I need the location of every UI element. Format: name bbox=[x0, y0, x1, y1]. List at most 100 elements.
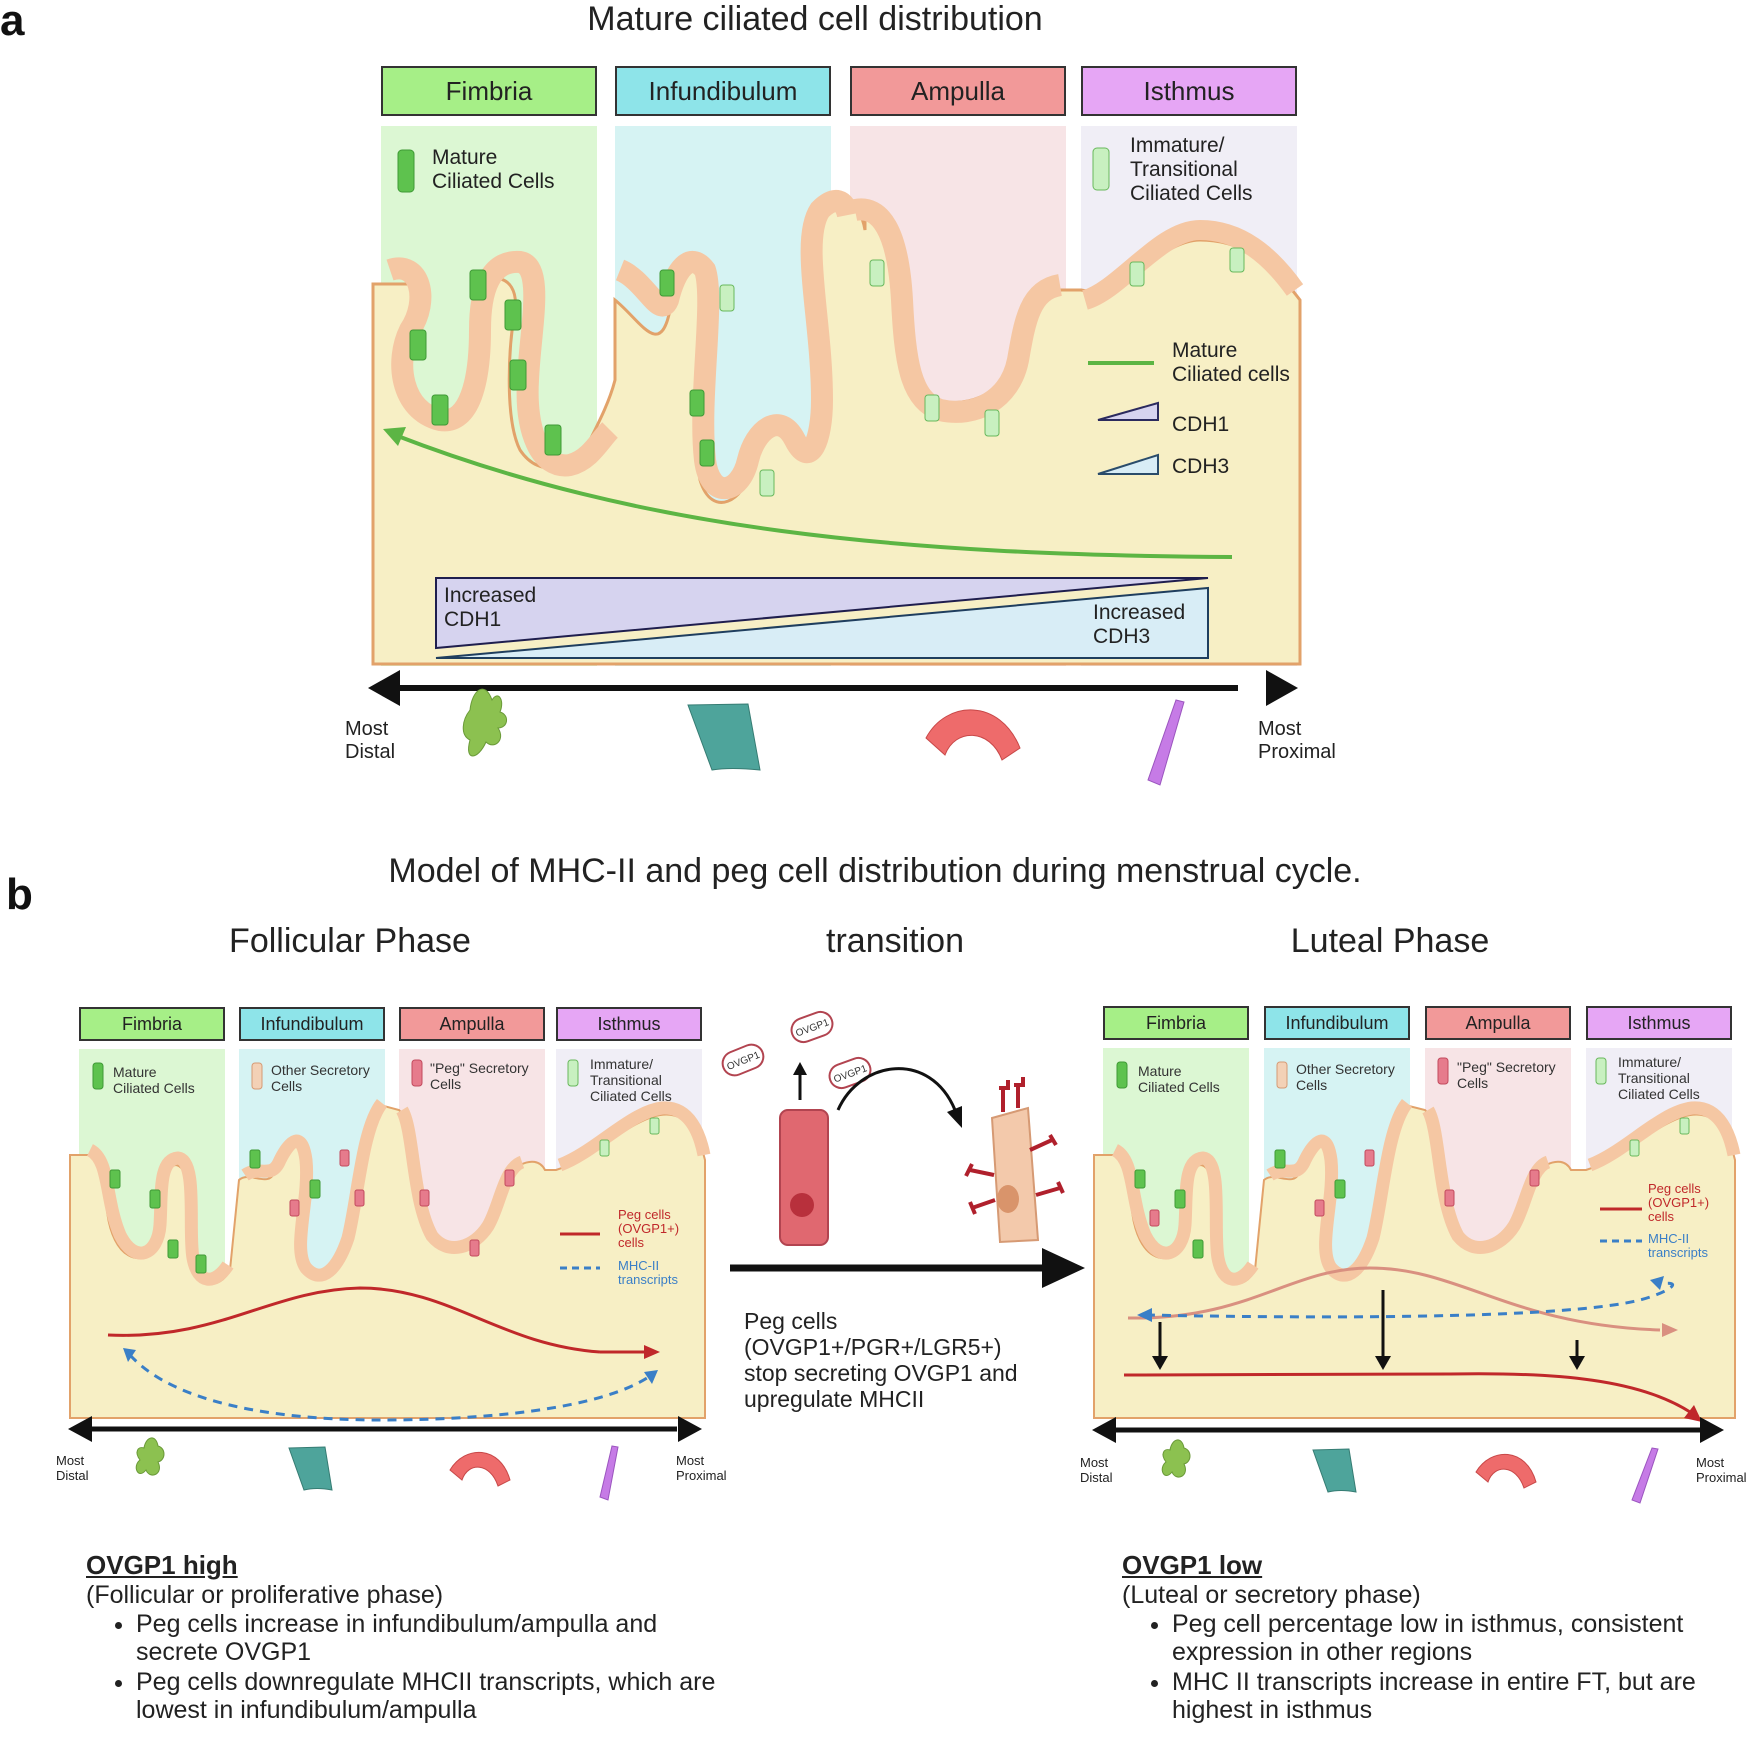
epithelium-isthmus bbox=[1081, 219, 1304, 310]
follicular-epithelium bbox=[86, 1098, 711, 1286]
fimbria-organ-icon bbox=[462, 688, 507, 757]
legend-cdh1-label: CDH1 bbox=[1172, 413, 1230, 436]
panel-a-axis-left-arrowhead bbox=[368, 670, 400, 706]
cdh3-gradient bbox=[435, 586, 1209, 659]
mature-cell-trend-arrow bbox=[394, 433, 1233, 559]
transition-arrowhead bbox=[1042, 1248, 1085, 1288]
follicular-mhc-arrowhead-right bbox=[644, 1370, 658, 1384]
summary-high-bullet: Peg cells downregulate MHCII transcripts… bbox=[136, 1668, 726, 1724]
legend-cdh3-label: CDH3 bbox=[1172, 455, 1230, 478]
epithelium-infundibulum bbox=[614, 190, 859, 500]
summary-high-bullet: Peg cells increase in infundibulum/ampul… bbox=[136, 1610, 726, 1666]
mhc-receptors bbox=[964, 1077, 1065, 1215]
luteal-most-distal-label: Most Distal bbox=[1080, 1455, 1113, 1485]
luteal-peg-cell-icon bbox=[1437, 1057, 1449, 1085]
luteal-mhc-arrowhead-left bbox=[1137, 1308, 1152, 1322]
luteal-mature-cells bbox=[1134, 1149, 1346, 1259]
follicular-header-fimbria: Fimbria bbox=[79, 1007, 225, 1041]
follicular-peg-legend-label: Peg cells (OVGP1+) cells bbox=[618, 1207, 680, 1250]
follicular-peg-cell-icon bbox=[411, 1059, 423, 1087]
follicular-infundibulum-organ-icon bbox=[288, 1446, 333, 1491]
luteal-mhc-legend-label: MHC-II transcripts bbox=[1648, 1231, 1708, 1260]
luteal-peg-legend-label: Peg cells (OVGP1+) cells bbox=[1648, 1181, 1710, 1224]
follicular-mhc-arrowhead-left bbox=[123, 1348, 136, 1362]
luteal-header-ampulla: Ampulla bbox=[1425, 1006, 1571, 1040]
summary-high-bullets: Peg cells increase in infundibulum/ampul… bbox=[86, 1610, 726, 1724]
follicular-most-proximal-label: Most Proximal bbox=[676, 1453, 727, 1483]
follicular-immature-cells bbox=[599, 1117, 660, 1157]
luteal-immature-label: Immature/ Transitional Ciliated Cells bbox=[1618, 1054, 1700, 1102]
luteal-faded-peg-arrowhead bbox=[1662, 1323, 1678, 1337]
follicular-mature-cells bbox=[109, 1149, 321, 1274]
transition-note: Peg cells (OVGP1+/PGR+/LGR5+) stop secre… bbox=[744, 1308, 1018, 1412]
header-infundibulum: Infundibulum bbox=[615, 66, 831, 116]
luteal-secretory-cell-icon bbox=[1276, 1061, 1288, 1089]
increased-cdh3-label: Increased CDH3 bbox=[1093, 601, 1186, 648]
cdh1-legend-icon bbox=[1097, 401, 1159, 421]
summary-high: OVGP1 high (Follicular or proliferative … bbox=[86, 1550, 726, 1726]
ampulla-organ-icon bbox=[925, 709, 1021, 761]
cdh3-legend-icon bbox=[1097, 453, 1159, 475]
immature-ciliated-cells bbox=[719, 247, 1245, 497]
increased-cdh1-label: Increased CDH1 bbox=[444, 584, 537, 631]
luteal-peg-cells bbox=[1149, 1149, 1540, 1227]
luteal-fimbria-organ-icon bbox=[1161, 1439, 1191, 1478]
follicular-mature-label: Mature Ciliated Cells bbox=[113, 1064, 195, 1096]
panel-a-letter: a bbox=[0, 0, 25, 45]
panel-a-title: Mature ciliated cell distribution bbox=[587, 0, 1043, 38]
luteal-down-arrowhead-1 bbox=[1152, 1356, 1168, 1370]
luteal-most-proximal-label: Most Proximal bbox=[1696, 1455, 1747, 1485]
infundibulum-organ-icon bbox=[687, 703, 761, 771]
follicular-secretory-label: Other Secretory Cells bbox=[271, 1062, 370, 1094]
summary-high-subtitle: (Follicular or proliferative phase) bbox=[86, 1581, 444, 1609]
mature-ciliated-cells bbox=[409, 269, 715, 467]
mature-cell-trend-arrowhead bbox=[383, 427, 406, 446]
luteal-down-arrowhead-3 bbox=[1569, 1356, 1585, 1370]
luteal-isthmus-organ-icon bbox=[1631, 1447, 1659, 1504]
follicular-immature-label: Immature/ Transitional Ciliated Cells bbox=[590, 1056, 672, 1104]
follicular-mhc-legend-label: MHC-II transcripts bbox=[618, 1258, 678, 1287]
transition-curved-arrowhead bbox=[947, 1106, 962, 1128]
follicular-secretory-cell-icon bbox=[251, 1062, 263, 1090]
luteal-header-infundibulum: Infundibulum bbox=[1264, 1006, 1410, 1040]
legend-mature-label: Mature Ciliated cells bbox=[1172, 339, 1290, 386]
luteal-mhc-curve bbox=[1145, 1281, 1675, 1319]
follicular-immature-cell-icon bbox=[567, 1059, 579, 1087]
follicular-axis-left-arrowhead bbox=[68, 1416, 92, 1442]
epithelium-ampulla bbox=[852, 198, 1063, 423]
follicular-isthmus-organ-icon bbox=[599, 1445, 619, 1501]
ovgp1-label-3: OVGP1 bbox=[832, 1063, 869, 1085]
secretion-arrowhead bbox=[793, 1062, 807, 1075]
luteal-mature-label: Mature Ciliated Cells bbox=[1138, 1063, 1220, 1095]
luteal-immature-cell-icon bbox=[1595, 1057, 1607, 1085]
luteal-peg-arrowhead bbox=[1684, 1405, 1702, 1422]
transition-mhc-cell-nucleus bbox=[997, 1185, 1019, 1213]
ovgp1-label-2: OVGP1 bbox=[794, 1017, 831, 1039]
panel-b-title: Model of MHC-II and peg cell distributio… bbox=[388, 852, 1362, 890]
luteal-epithelium bbox=[1111, 1098, 1741, 1286]
luteal-header-isthmus: Isthmus bbox=[1586, 1006, 1732, 1040]
summary-low-bullet: Peg cell percentage low in isthmus, cons… bbox=[1172, 1610, 1722, 1666]
header-isthmus: Isthmus bbox=[1081, 66, 1297, 116]
follicular-peg-cells bbox=[289, 1149, 515, 1257]
follicular-header-ampulla: Ampulla bbox=[399, 1007, 545, 1041]
panel-a-axis-right-arrowhead bbox=[1266, 670, 1298, 706]
luteal-secretory-label: Other Secretory Cells bbox=[1296, 1061, 1395, 1093]
luteal-phase-title: Luteal Phase bbox=[1290, 922, 1490, 960]
luteal-down-arrowhead-2 bbox=[1375, 1356, 1391, 1370]
follicular-mature-cell-icon bbox=[92, 1062, 104, 1090]
luteal-axis-right-arrowhead bbox=[1700, 1417, 1724, 1443]
luteal-faded-peg-curve bbox=[1127, 1266, 1661, 1332]
summary-low-title: OVGP1 low bbox=[1122, 1550, 1263, 1580]
follicular-peg-arrowhead bbox=[644, 1345, 660, 1359]
luteal-infundibulum-organ-icon bbox=[1312, 1448, 1357, 1493]
immature-cell-icon bbox=[1092, 147, 1110, 191]
follicular-axis-right-arrowhead bbox=[678, 1416, 702, 1442]
panel-a-diagram bbox=[368, 126, 1304, 786]
follicular-peg-label: "Peg" Secretory Cells bbox=[430, 1060, 529, 1092]
panel-a-most-proximal-label: Most Proximal bbox=[1258, 718, 1336, 763]
isthmus-organ-icon bbox=[1147, 699, 1185, 786]
summary-high-title: OVGP1 high bbox=[86, 1550, 238, 1580]
luteal-ampulla-organ-icon bbox=[1475, 1453, 1537, 1489]
follicular-most-distal-label: Most Distal bbox=[56, 1453, 89, 1483]
